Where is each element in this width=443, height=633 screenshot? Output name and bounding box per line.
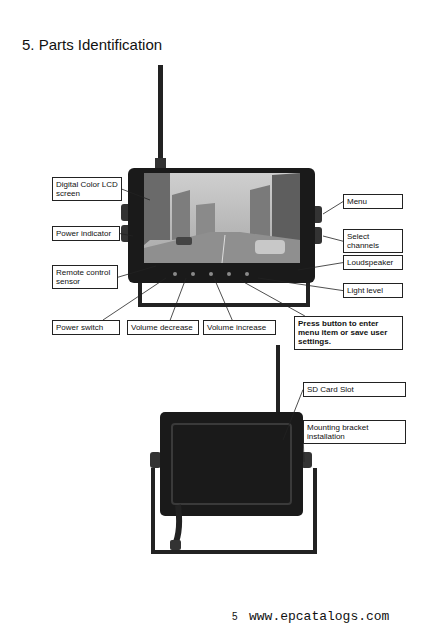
part-name: Press button to enter menu item or save … (298, 319, 399, 347)
callout-box: Loudspeaker (343, 255, 403, 270)
part-name: Menu (347, 197, 399, 206)
callout-box: Power indicator (52, 226, 120, 241)
back-panel (172, 424, 291, 504)
page-title: 5. Parts Identification (22, 36, 162, 53)
building (144, 173, 170, 245)
callout-box: Menu (343, 194, 403, 209)
cable (176, 505, 179, 542)
road (144, 232, 300, 263)
part-name: Remote control sensor (56, 268, 114, 286)
part-name: Volume increase (207, 323, 272, 332)
part-name: Loudspeaker (347, 258, 399, 267)
callout-box: Volume decrease (127, 320, 199, 335)
antenna (158, 65, 163, 165)
leader-line (214, 278, 232, 320)
part-name: Volume decrease (131, 323, 195, 332)
callout-box: Volume increase (203, 320, 276, 335)
part-name: Digital Color LCD screen (56, 180, 118, 198)
callout-box: Digital Color LCD screen (52, 177, 122, 201)
leader-line (240, 280, 305, 316)
car (255, 240, 285, 254)
leader-line (323, 202, 343, 214)
leader-line (323, 236, 343, 241)
part-name: SD Card Slot (307, 385, 402, 394)
leader-line (122, 189, 150, 200)
callout-box: Press button to enter menu item or save … (294, 316, 403, 350)
building (272, 173, 300, 240)
monitor-body (128, 168, 315, 283)
callout-box: Light level (343, 283, 403, 298)
knob (150, 452, 161, 468)
part-name: Light level (347, 286, 399, 295)
leader-line (120, 234, 133, 236)
watermark: www.epcatalogs.com (249, 609, 389, 624)
plug (170, 540, 181, 550)
callout-box: Select channels (343, 229, 403, 253)
leader-line (118, 266, 156, 277)
part-name: Mounting bracket installation (307, 423, 402, 441)
callout-box: Mounting bracket installation (303, 420, 406, 444)
building (250, 185, 270, 238)
building (196, 203, 215, 237)
part-name: Power switch (56, 323, 116, 332)
page-number: 5 (232, 611, 238, 622)
monitor-back (160, 412, 303, 516)
leader-line (283, 390, 303, 440)
leader-line (258, 278, 343, 291)
lane-line (222, 235, 225, 263)
callout-box: Remote control sensor (52, 265, 118, 289)
callout-box: SD Card Slot (303, 382, 406, 397)
car (176, 237, 192, 245)
callout-box: Power switch (52, 320, 120, 335)
leader-line (170, 278, 186, 320)
part-name: Power indicator (56, 229, 116, 238)
screen (144, 173, 300, 263)
building (172, 190, 190, 240)
buttons (173, 272, 249, 276)
part-name: Select channels (347, 232, 399, 250)
leader-line (298, 263, 343, 270)
